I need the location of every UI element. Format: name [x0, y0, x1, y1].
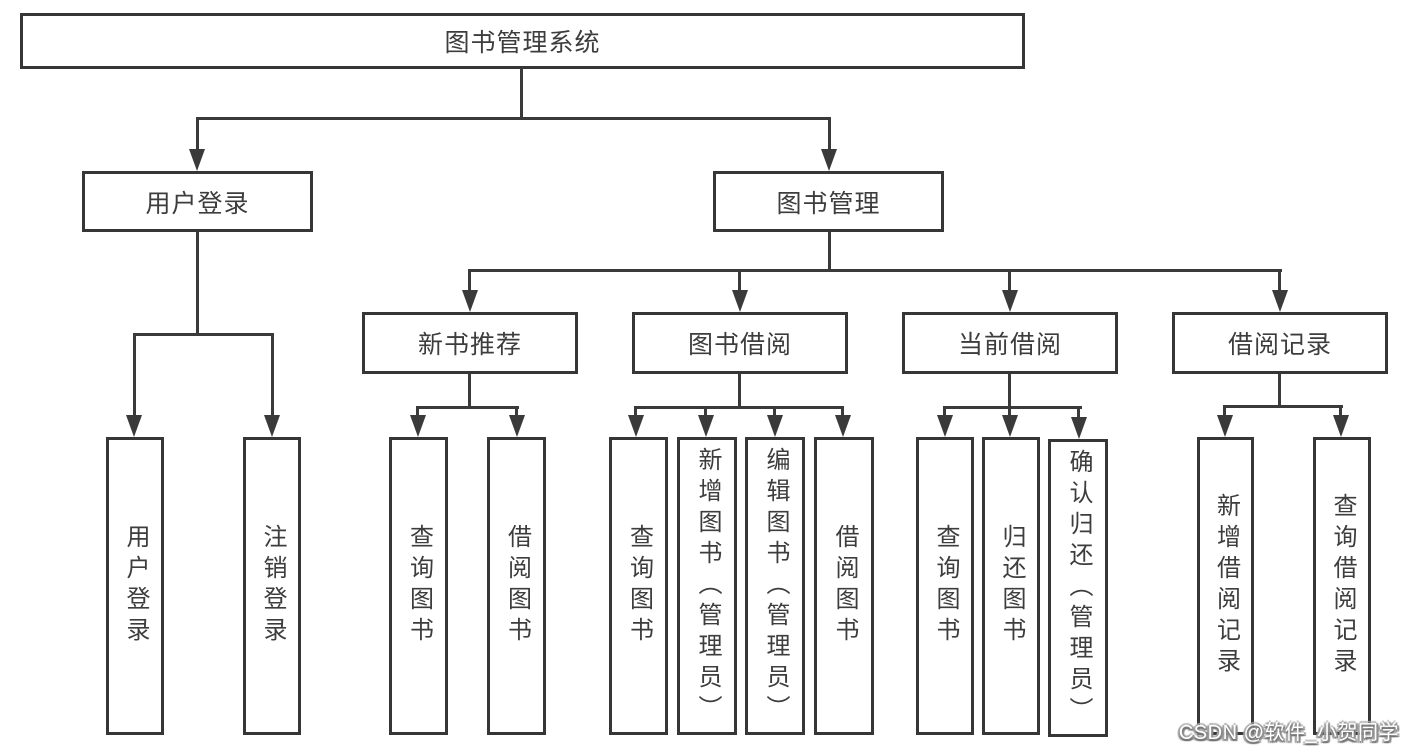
connector [468, 269, 1282, 272]
arrowhead-down-icon [264, 415, 280, 437]
node-user-login-label: 用户登录 [145, 189, 250, 218]
arrowhead-down-icon [1217, 415, 1233, 437]
connector [1223, 405, 1226, 417]
leaf-return-book: 归还图书 [982, 437, 1040, 735]
leaf-logout: 注销登录 [243, 437, 301, 735]
leaf-label: 查询借阅记录 [1329, 493, 1356, 679]
leaf-query-books-borrow: 查询图书 [609, 437, 668, 735]
leaf-borrow-books-recommend: 借阅图书 [487, 437, 546, 735]
connector [196, 117, 199, 150]
connector [1278, 269, 1281, 292]
arrowhead-down-icon [1002, 290, 1018, 312]
node-book-borrow: 图书借阅 [632, 312, 848, 374]
leaf-logout-label: 注销登录 [259, 524, 286, 648]
connector [828, 232, 831, 272]
node-current-borrow: 当前借阅 [902, 312, 1118, 374]
leaf-label: 查询图书 [625, 524, 653, 648]
connector [828, 117, 831, 150]
node-user-login: 用户登录 [82, 171, 313, 232]
arrowhead-down-icon [1272, 290, 1288, 312]
arrowhead-down-icon [1071, 417, 1087, 439]
connector [515, 406, 518, 417]
connector [1278, 374, 1281, 408]
arrowhead-down-icon [189, 149, 205, 171]
connector [1077, 406, 1080, 419]
leaf-label: 归还图书 [998, 524, 1025, 648]
leaf-label: 确认归还（管理员） [1065, 448, 1092, 728]
connector [943, 406, 946, 417]
leaf-query-borrow-record: 查询借阅记录 [1313, 437, 1371, 735]
node-new-book-recommend: 新书推荐 [362, 312, 578, 374]
leaf-label: 借阅图书 [503, 524, 531, 648]
leaf-add-borrow-record: 新增借阅记录 [1197, 437, 1254, 735]
leaf-edit-book-admin: 编辑图书（管理员） [745, 437, 805, 735]
node-book-management: 图书管理 [713, 171, 944, 232]
watermark: CSDN @软件_小贺同学 [1178, 722, 1399, 744]
connector [1339, 405, 1342, 417]
leaf-label: 借阅图书 [831, 524, 858, 648]
connector [1223, 405, 1343, 408]
connector [634, 406, 637, 417]
leaf-label: 查询图书 [405, 524, 433, 648]
connector [468, 374, 471, 409]
leaf-label: 查询图书 [932, 524, 959, 648]
node-book-borrow-label: 图书借阅 [687, 331, 792, 359]
connector [738, 269, 741, 292]
node-root-label: 图书管理系统 [444, 29, 601, 57]
node-root: 图书管理系统 [20, 13, 1025, 69]
leaf-query-books-recommend: 查询图书 [389, 437, 448, 735]
connector [1008, 374, 1011, 409]
connector [271, 333, 274, 415]
connector [520, 68, 523, 120]
connector [841, 406, 844, 417]
connector [416, 406, 519, 409]
arrowhead-down-icon [410, 415, 426, 437]
arrowhead-down-icon [1333, 415, 1349, 437]
connector [133, 333, 136, 415]
node-current-borrow-label: 当前借阅 [957, 331, 1062, 359]
leaf-label: 新增图书（管理员） [694, 446, 721, 726]
connector [1008, 269, 1011, 292]
node-borrow-records: 借阅记录 [1172, 312, 1388, 374]
leaf-add-book-admin: 新增图书（管理员） [677, 437, 737, 735]
leaf-query-books-current: 查询图书 [916, 437, 974, 735]
leaf-label: 编辑图书（管理员） [762, 446, 789, 726]
leaf-user-login-label: 用户登录 [122, 524, 149, 648]
leaf-label: 新增借阅记录 [1212, 493, 1240, 679]
arrowhead-down-icon [732, 290, 748, 312]
arrowhead-down-icon [767, 415, 783, 437]
arrowhead-down-icon [628, 415, 644, 437]
arrowhead-down-icon [835, 415, 851, 437]
connector [196, 117, 831, 120]
arrowhead-down-icon [698, 415, 714, 437]
arrowhead-down-icon [1002, 415, 1018, 437]
connector [133, 333, 274, 336]
connector [416, 406, 419, 417]
leaf-borrow-books: 借阅图书 [814, 437, 874, 735]
connector [468, 269, 471, 292]
node-new-book-recommend-label: 新书推荐 [417, 331, 522, 359]
connector [634, 406, 844, 409]
connector [1008, 406, 1011, 417]
connector [704, 406, 707, 417]
connector [738, 374, 741, 409]
arrowhead-down-icon [462, 290, 478, 312]
arrowhead-down-icon [821, 149, 837, 171]
connector [943, 406, 1082, 409]
arrowhead-down-icon [126, 415, 142, 437]
leaf-user-login: 用户登录 [106, 437, 164, 735]
node-borrow-records-label: 借阅记录 [1227, 331, 1332, 359]
node-book-management-label: 图书管理 [776, 189, 881, 218]
connector [773, 406, 776, 417]
leaf-confirm-return-admin: 确认归还（管理员） [1048, 439, 1108, 737]
arrowhead-down-icon [937, 415, 953, 437]
arrowhead-down-icon [509, 415, 525, 437]
connector [196, 232, 199, 336]
